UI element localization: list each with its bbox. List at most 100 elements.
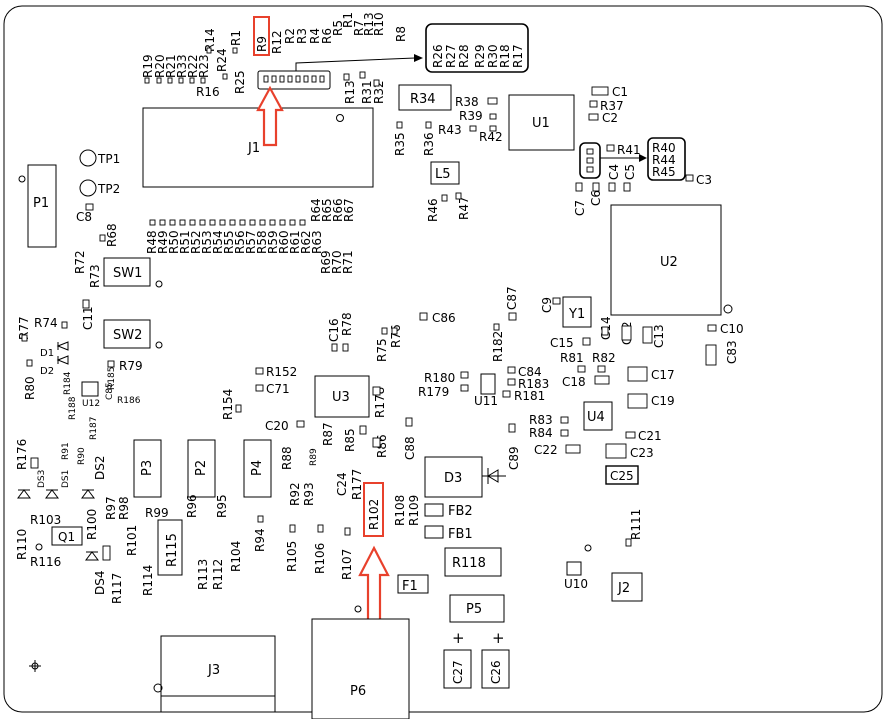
label-r57: R57 [244,230,258,254]
pad-r31 [359,71,366,79]
pad-r111 [625,538,632,547]
label-r183: R183 [518,377,549,391]
label-r31: R31 [360,80,374,104]
c25-label: C25 [610,469,634,483]
pad-c10 [707,324,717,332]
c26-polarity: + [492,629,505,647]
d3-label: D3 [444,471,462,486]
label-c2: C2 [602,111,618,125]
group-top-right-labels: R26 R27 R28 R29 R30 R18 R17 [431,44,525,68]
label-r186: R186 [117,396,141,406]
p1-body [27,164,57,248]
f1-label: F1 [402,579,418,594]
j1-body [142,107,374,188]
label-c7: C7 [573,200,587,216]
pad-r42 [489,125,497,132]
label-c3: C3 [696,173,712,187]
header-pins [263,75,325,83]
r41-pad-c [586,166,594,173]
label-r29: R29 [473,44,487,68]
label-r39: R39 [459,109,483,123]
label-c89: C89 [507,446,521,470]
label-r43: R43 [438,123,462,137]
pad-r83 [560,416,569,424]
sw2-marker [155,341,163,349]
r34-body [398,84,452,111]
label-r181: R181 [514,389,545,403]
label-r6: R6 [320,28,334,44]
led-ds1-icon [45,489,59,499]
tp1-pad [79,149,97,167]
pad-c9 [552,297,561,305]
label-r74: R74 [34,316,58,330]
label-r111: R111 [629,509,643,540]
arrow-head [414,54,423,62]
label-r106: R106 [313,543,327,574]
label-r117: R117 [110,573,124,604]
fb2-body [424,503,444,517]
u11-label: U11 [474,394,498,408]
pad-r80 [26,359,33,367]
l5-body [430,161,460,185]
label-r44: R44 [652,153,676,167]
u4-label: U4 [587,410,605,425]
label-r116: R116 [30,555,61,569]
label-r68: R68 [105,223,119,247]
pad-r47 [455,192,462,200]
label-r12: R12 [270,30,284,54]
label-c22: C22 [534,443,558,457]
label-r70: R70 [330,250,344,274]
r118-body [444,547,502,577]
label-r24: R24 [215,48,229,72]
r9-label: R9 [255,36,269,52]
p1-label: P1 [33,196,49,211]
label-c8: C8 [76,210,92,224]
pad-row-top-left-2 [156,47,238,84]
label-r42: R42 [479,130,503,144]
label-r17: R17 [511,44,525,68]
group-side-right-labels: R40 R44 R45 [652,141,676,179]
label-r100: R100 [85,509,99,540]
pad-r13 [343,73,350,81]
p1-pin1-marker [18,175,26,183]
pad-r180 [460,371,469,379]
label-c23: C23 [630,446,654,460]
sw2-label: SW2 [113,328,142,343]
tp2-label: TP2 [97,182,120,196]
tp2-pad [79,179,97,197]
label-r2: R2 [283,28,297,44]
label-c85: C85 [105,382,115,400]
u10-body [566,561,582,576]
label-r55: R55 [222,230,236,254]
pad-c84 [507,366,516,374]
label-r36: R36 [422,132,436,156]
j2-label: J2 [617,581,630,596]
label-c88: C88 [403,436,417,460]
pad-c17 [627,366,648,382]
led-ds3-icon [17,489,31,499]
label-c24: C24 [335,472,349,496]
label-r1: R1 [341,12,355,28]
label-r96: R96 [185,494,199,518]
pad-r81 [577,365,586,373]
pad-r37 [589,100,598,108]
fb2-label: FB2 [448,504,473,519]
label-r85: R85 [343,428,357,452]
label-r180: R180 [424,371,455,385]
label-r27: R27 [444,44,458,68]
fiducial-icon [29,660,41,672]
p6-marker [354,605,362,613]
u12-label: U12 [82,399,100,409]
pad-c14 [601,326,609,336]
label-c13: C13 [652,324,666,348]
q1-label: Q1 [58,530,75,544]
j1-bottom-pads [149,219,306,226]
pad-c3 [685,174,694,182]
pad-c83 [705,344,717,366]
pad-r84 [560,429,569,437]
label-r18: R18 [498,44,512,68]
r102-label: R102 [367,499,381,530]
pad-r74 [61,321,68,329]
label-c86: C86 [432,311,456,325]
label-r188: R188 [68,396,78,420]
